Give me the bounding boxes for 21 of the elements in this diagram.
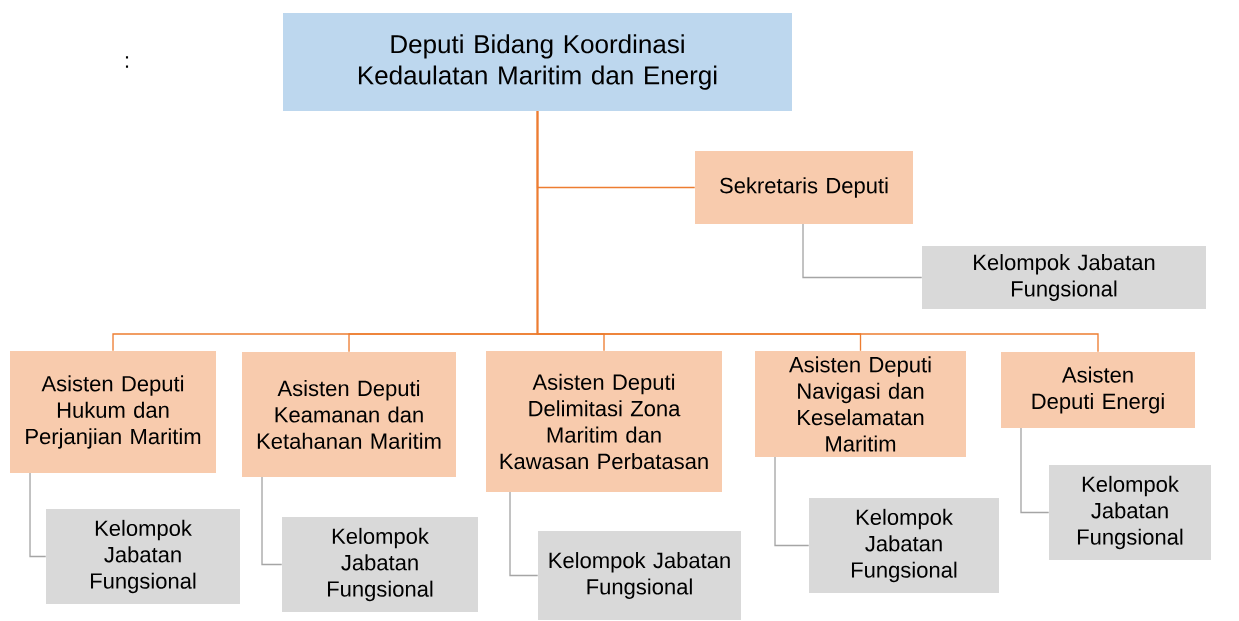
note-text: : xyxy=(125,56,129,68)
unit-box: Asisten Deputi Navigasi dan Keselamatan Maritim xyxy=(755,351,966,457)
connector-line xyxy=(29,472,47,558)
group-box: Kelompok Jabatan Fungsional xyxy=(46,509,240,604)
group-box: Kelompok Jabatan Fungsional xyxy=(1049,465,1211,560)
unit-box: Asisten Deputi Energi xyxy=(1001,352,1195,428)
unit-box: Sekretaris Deputi xyxy=(695,151,913,224)
connector-line xyxy=(509,491,539,577)
unit-box: Asisten Deputi Keamanan dan Ketahanan Maritim xyxy=(242,352,456,477)
unit-box: Asisten Deputi Delimitasi Zona Maritim dan Kawasan Perbatasan xyxy=(486,351,722,492)
group-box: Kelompok Jabatan Fungsional xyxy=(538,531,741,620)
group-box: Kelompok Jabatan Fungsional xyxy=(282,517,478,612)
connector-line xyxy=(536,110,1099,353)
connector-line xyxy=(1020,427,1050,514)
group-box: Kelompok Jabatan Fungsional xyxy=(922,246,1206,309)
group-box: Kelompok Jabatan Fungsional xyxy=(809,498,999,593)
connector-line xyxy=(261,476,283,566)
connector-line xyxy=(774,456,810,547)
connector-line xyxy=(802,223,923,279)
unit-box: Asisten Deputi Hukum dan Perjanjian Maritim xyxy=(10,351,216,473)
head-box: Deputi Bidang Koordinasi Kedaulatan Maritim dan Energi xyxy=(283,13,792,111)
